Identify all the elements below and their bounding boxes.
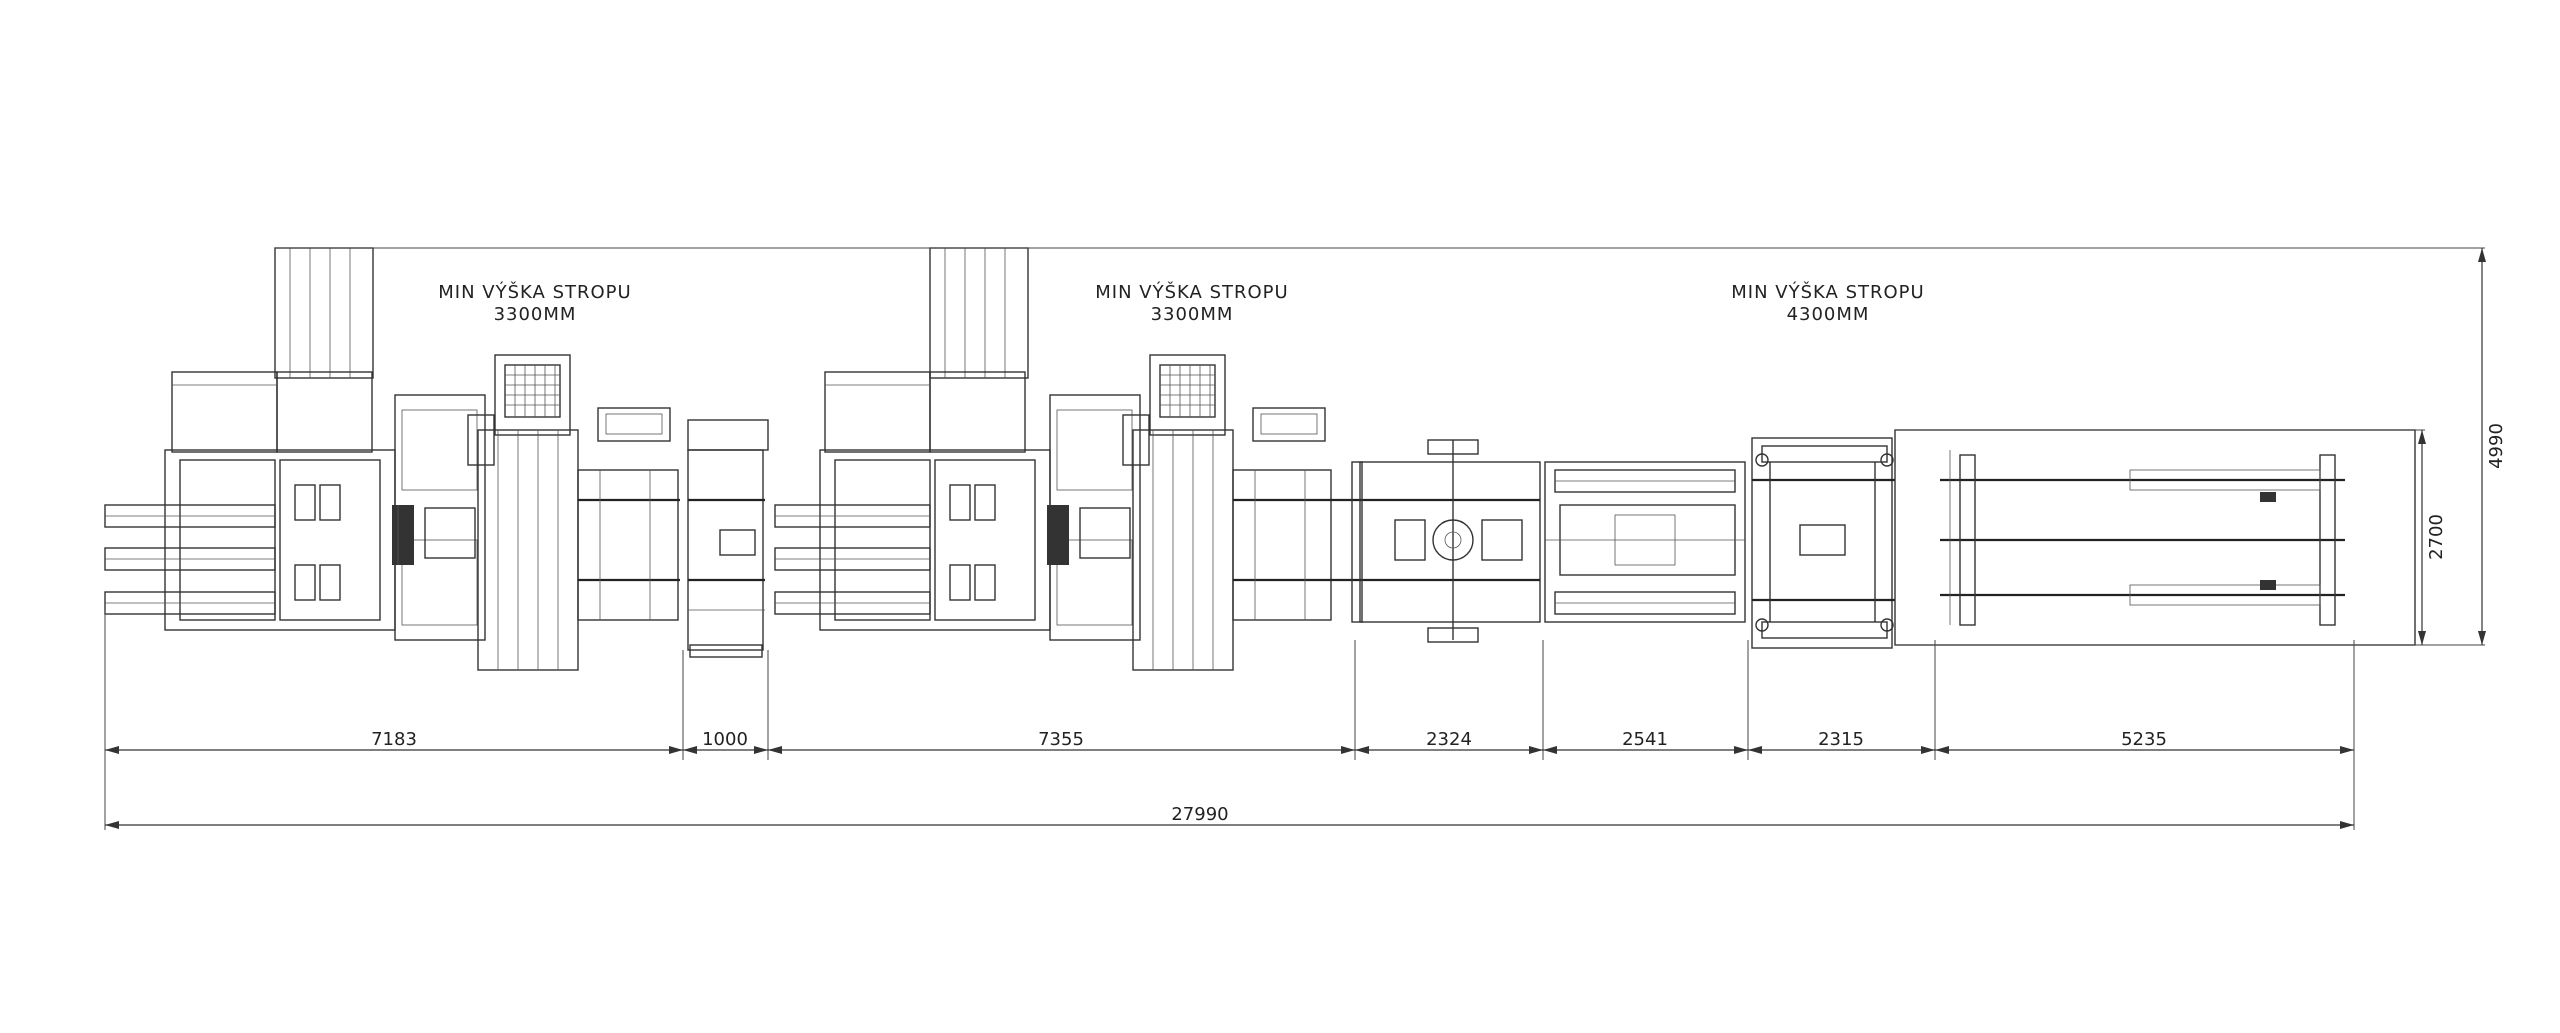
ceiling-note-3-line2: 4300MM [1787, 304, 1870, 325]
dim-total-height: 4990 [2486, 423, 2507, 469]
packaging-machine-1 [104, 247, 680, 671]
ceiling-note-1-line1: MIN VÝŠKA STROPU [438, 281, 631, 303]
ceiling-note-2-line1: MIN VÝŠKA STROPU [1095, 281, 1288, 303]
dim-total-length: 27990 [1171, 804, 1228, 825]
turning-module [1351, 439, 1541, 643]
ceiling-note-2-line2: 3300MM [1151, 304, 1234, 325]
dim-segment-5: 2541 [1622, 729, 1668, 750]
ceiling-note-3-line1: MIN VÝŠKA STROPU [1731, 281, 1924, 303]
dim-segment-3: 7355 [1038, 729, 1084, 750]
dim-segment-1: 7183 [371, 729, 417, 750]
dim-segment-7: 5235 [2121, 729, 2167, 750]
extension-lines [104, 247, 2485, 830]
stacking-module [1751, 437, 1895, 649]
transfer-module [687, 419, 769, 658]
dim-segment-2: 1000 [702, 729, 748, 750]
ceiling-note-1-line2: 3300MM [494, 304, 577, 325]
dim-segment-6: 2315 [1818, 729, 1864, 750]
dimension-lines [105, 248, 2486, 829]
packaging-machine-2 [774, 247, 1360, 671]
dim-segment-4: 2324 [1426, 729, 1472, 750]
shrink-module [1544, 461, 1746, 623]
dim-frame-height: 2700 [2426, 514, 2447, 560]
outfeed-roller-table [1894, 429, 2416, 646]
